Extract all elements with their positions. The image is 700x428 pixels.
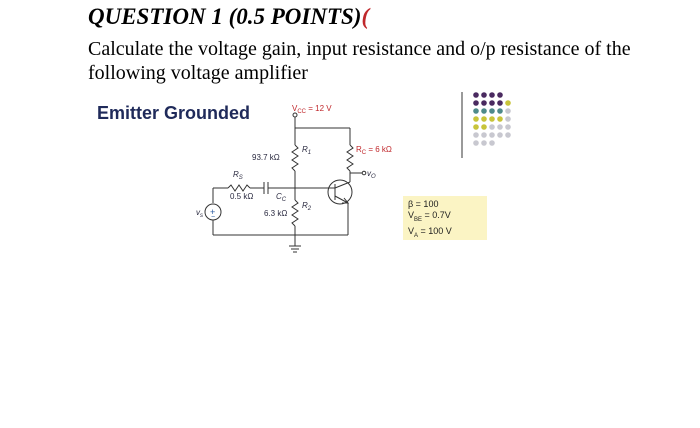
svg-text:−: − <box>211 214 215 221</box>
decorative-dot <box>505 116 511 122</box>
transistor-parameters-box: β = 100 VBE = 0.7V VA = 100 V <box>403 196 487 240</box>
r2-label: R2 <box>302 201 312 212</box>
vcc-label: VCC = 12 V <box>292 104 332 115</box>
vs-label: vs <box>196 208 203 219</box>
question-title: QUESTION 1 (0.5 POINTS)( <box>88 4 370 29</box>
svg-text:+: + <box>210 207 215 217</box>
decorative-dot <box>505 108 511 114</box>
decorative-dot <box>473 108 479 114</box>
decorative-dot-grid <box>473 92 511 146</box>
title-overflow-red: ( <box>361 4 370 29</box>
decorative-dot <box>497 132 503 138</box>
decorative-dot <box>489 140 495 146</box>
decorative-dot <box>497 92 503 98</box>
transistor-bjt <box>327 179 353 205</box>
decorative-dot <box>481 100 487 106</box>
question-prompt: Calculate the voltage gain, input resist… <box>88 38 631 84</box>
circuit-diagram: + − VCC = 12 V 93.7 kΩ R1 RC = 6 kΩ vO R… <box>196 104 392 253</box>
decorative-dot <box>481 116 487 122</box>
decorative-dot <box>497 108 503 114</box>
decorative-dot <box>505 132 511 138</box>
slide-divider <box>461 92 463 158</box>
decorative-dot <box>489 132 495 138</box>
decorative-dot <box>489 100 495 106</box>
decorative-dot <box>473 92 479 98</box>
decorative-dot <box>497 124 503 130</box>
decorative-dot <box>505 100 511 106</box>
r2-value-label: 6.3 kΩ <box>264 209 287 218</box>
decorative-dot <box>489 124 495 130</box>
decorative-dot <box>489 116 495 122</box>
rs-label: RS <box>233 170 243 181</box>
r1-resistor <box>291 144 299 172</box>
cc-label: CC <box>276 192 287 203</box>
r1-label: R1 <box>302 145 311 156</box>
decorative-dot <box>473 100 479 106</box>
beta-param: β = 100 <box>408 199 439 209</box>
decorative-dot <box>473 124 479 130</box>
decorative-dot <box>497 100 503 106</box>
vbe-param: VBE = 0.7V <box>408 210 451 223</box>
slide-title: Emitter Grounded <box>97 103 251 123</box>
decorative-dot <box>481 92 487 98</box>
decorative-dot <box>497 116 503 122</box>
rs-resistor <box>227 184 251 192</box>
decorative-dot <box>481 132 487 138</box>
decorative-dot <box>505 124 511 130</box>
decorative-dot <box>481 108 487 114</box>
decorative-dot <box>489 108 495 114</box>
va-param: VA = 100 V <box>408 225 452 239</box>
decorative-dot <box>481 140 487 146</box>
decorative-dot <box>473 132 479 138</box>
decorative-dot <box>489 92 495 98</box>
rc-resistor <box>346 144 354 172</box>
rs-value-label: 0.5 kΩ <box>230 192 253 201</box>
rc-label: RC = 6 kΩ <box>356 145 392 156</box>
decorative-dot <box>473 140 479 146</box>
r1-value-label: 93.7 kΩ <box>252 153 280 162</box>
decorative-dot <box>473 116 479 122</box>
decorative-dot <box>481 124 487 130</box>
vo-label: vO <box>367 169 376 180</box>
r2-resistor <box>291 199 299 227</box>
